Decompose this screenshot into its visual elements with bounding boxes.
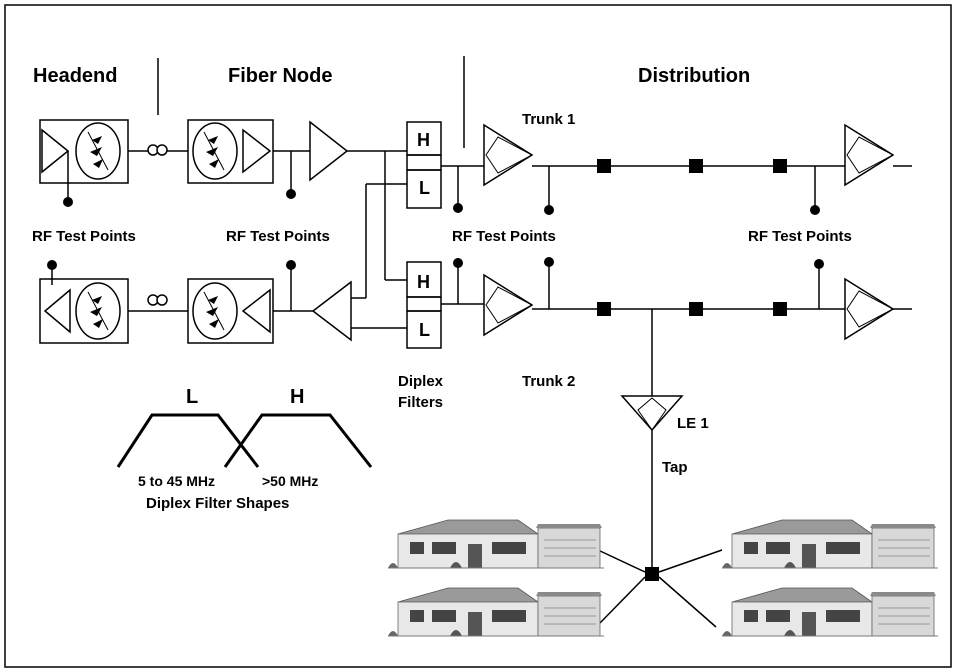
rf-test-points-label-fiber-node: RF Test Points <box>226 228 330 245</box>
diplex-low-label: L <box>419 320 430 340</box>
rf-test-point <box>453 258 463 268</box>
rf-test-point <box>47 260 57 270</box>
trunk2-tap-3 <box>773 302 787 316</box>
section-fiber-node-title: Fiber Node <box>228 65 332 87</box>
rf-test-point <box>544 257 554 267</box>
section-headend-title: Headend <box>33 65 117 87</box>
section-distribution-title: Distribution <box>638 65 750 87</box>
house-icon <box>387 519 605 569</box>
rf-test-point <box>286 260 296 270</box>
diplex-filter-trunk1: H L <box>406 121 442 209</box>
trunk1-end-amplifier <box>844 124 894 186</box>
filter-low-band-label: 5 to 45 MHz <box>138 473 215 489</box>
tap-label: Tap <box>662 459 688 476</box>
diplex-low-label: L <box>419 178 430 198</box>
rf-test-points-label-headend: RF Test Points <box>32 228 136 245</box>
house-icon <box>721 587 939 637</box>
fiber-node-receiver <box>187 119 274 184</box>
fiber-coil-icon <box>147 294 168 306</box>
drop-tap <box>645 567 659 581</box>
trunk1-amplifier <box>483 124 533 186</box>
fiber-coil-icon <box>147 144 168 156</box>
fiber-node-return-amplifier <box>311 280 352 342</box>
fiber-node-return-transmitter <box>187 278 274 344</box>
house-icon <box>721 519 939 569</box>
filter-low-label: L <box>186 386 198 408</box>
diagram-border <box>4 4 952 668</box>
house-icon <box>387 587 605 637</box>
trunk1-label: Trunk 1 <box>522 111 575 128</box>
headend-transmitter <box>39 119 129 184</box>
rf-test-point <box>453 203 463 213</box>
line-extender-amplifier <box>620 395 684 432</box>
diplex-filter-shapes-graph <box>116 413 373 468</box>
rf-test-point <box>286 189 296 199</box>
filter-shapes-caption: Diplex Filter Shapes <box>146 495 289 512</box>
diplex-high-label: H <box>417 130 430 150</box>
trunk1-tap-1 <box>597 159 611 173</box>
trunk1-tap-2 <box>689 159 703 173</box>
trunk2-amplifier <box>483 274 533 336</box>
trunk1-tap-3 <box>773 159 787 173</box>
diplex-high-label: H <box>417 272 430 292</box>
trunk2-label: Trunk 2 <box>522 373 575 390</box>
trunk2-end-amplifier <box>844 278 894 340</box>
rf-test-point <box>544 205 554 215</box>
trunk2-tap-1 <box>597 302 611 316</box>
rf-test-point <box>810 205 820 215</box>
rf-test-points-label-trunk1: RF Test Points <box>452 228 556 245</box>
fiber-node-forward-amplifier <box>309 120 349 182</box>
diplex-filters-label-line1: Diplex <box>398 373 444 390</box>
le1-label: LE 1 <box>677 415 709 432</box>
diplex-filter-trunk2: H L <box>406 261 442 349</box>
filter-high-band-label: >50 MHz <box>262 473 318 489</box>
rf-test-point <box>63 197 73 207</box>
diplex-filters-label-line2: Filters <box>398 394 443 411</box>
rf-test-point <box>814 259 824 269</box>
rf-test-points-label-trunk1-end: RF Test Points <box>748 228 852 245</box>
trunk2-tap-2 <box>689 302 703 316</box>
headend-return-receiver <box>39 278 129 344</box>
filter-high-label: H <box>290 386 304 408</box>
